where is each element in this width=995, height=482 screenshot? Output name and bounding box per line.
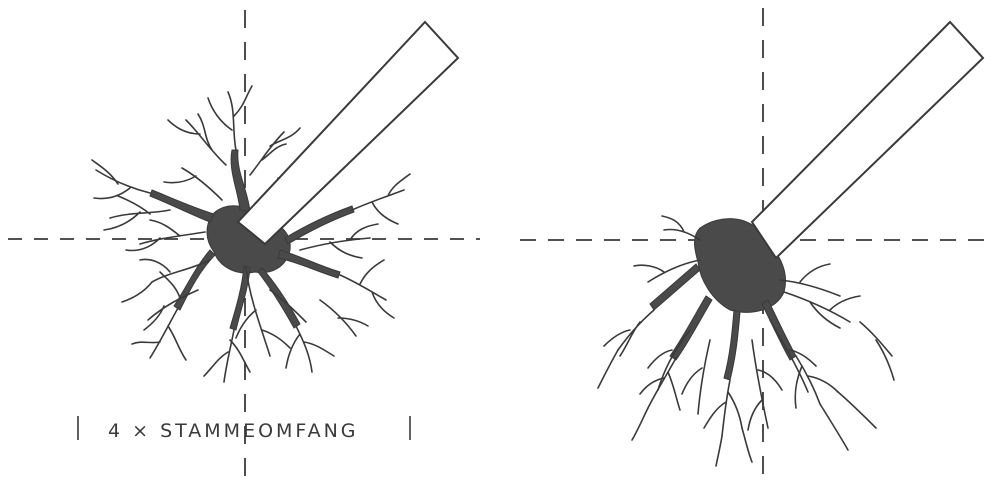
right-trunk xyxy=(752,22,983,258)
left-figure xyxy=(8,10,480,477)
right-figure xyxy=(520,8,995,477)
trunk-circumference-label: 4 × STAMMEOMFANG xyxy=(108,420,359,442)
